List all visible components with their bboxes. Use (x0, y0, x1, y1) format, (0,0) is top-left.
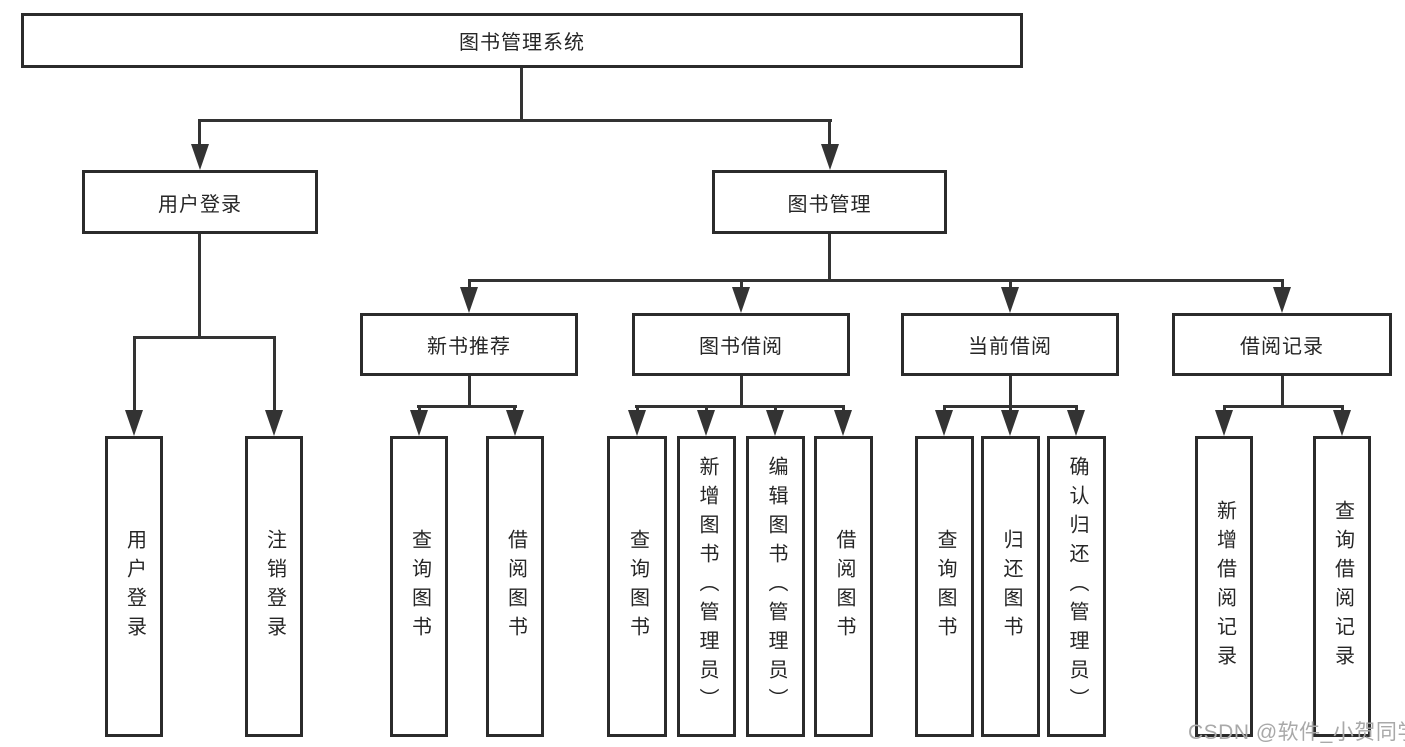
node-root: 图书管理系统 (21, 13, 1023, 68)
arrow-logout-leaf-icon (265, 410, 283, 436)
connector-book-management-bar (468, 279, 1284, 282)
node-add-book-admin-label: 新增图书（管理员） (696, 456, 718, 717)
arrow-recommend-leaf1-icon (410, 410, 428, 436)
node-confirm-return-admin: 确认归还（管理员） (1047, 436, 1106, 737)
connector-recommend-stem (468, 376, 471, 407)
node-book-management-label: 图书管理 (787, 193, 872, 216)
connector-drop-current-leaf1 (943, 405, 946, 413)
node-confirm-return-admin-label: 确认归还（管理员） (1066, 456, 1088, 717)
node-current-borrow-label: 当前借阅 (968, 336, 1052, 358)
connector-root-stem (520, 68, 523, 120)
arrow-current-icon (1001, 287, 1019, 313)
connector-drop-logout-leaf (273, 336, 276, 412)
connector-current-stem (1009, 376, 1012, 407)
arrow-borrow-leaf3-icon (766, 410, 784, 436)
connector-drop-borrow-leaf3 (774, 405, 777, 413)
connector-drop-records-leaf1 (1223, 405, 1226, 413)
node-query-books-recommend-label: 查询图书 (408, 528, 431, 645)
arrow-user-login-icon (191, 144, 209, 170)
node-user-login-leaf: 用户登录 (105, 436, 163, 737)
node-add-book-admin: 新增图书（管理员） (677, 436, 736, 737)
arrow-records-icon (1273, 287, 1291, 313)
arrow-book-management-icon (821, 144, 839, 170)
arrow-recommend-icon (460, 287, 478, 313)
node-query-books-borrow-label: 查询图书 (626, 528, 649, 645)
connector-records-stem (1281, 376, 1284, 407)
connector-records-bar (1223, 405, 1344, 408)
connector-drop-book-management (828, 119, 831, 146)
connector-drop-records (1281, 279, 1284, 289)
node-new-book-recommend: 新书推荐 (360, 313, 578, 376)
connector-drop-recommend (468, 279, 471, 289)
connector-borrow-bar (635, 405, 845, 408)
node-edit-book-admin: 编辑图书（管理员） (746, 436, 805, 737)
node-query-borrow-record: 查询借阅记录 (1313, 436, 1371, 737)
connector-drop-login-leaf (133, 336, 136, 412)
connector-drop-borrow-leaf1 (636, 405, 639, 413)
connector-borrow-stem (740, 376, 743, 407)
arrow-records-leaf1-icon (1215, 410, 1233, 436)
connector-drop-borrow (740, 279, 743, 289)
arrow-current-leaf1-icon (935, 410, 953, 436)
node-user-login: 用户登录 (82, 170, 318, 234)
connector-drop-user-login (198, 119, 201, 146)
connector-recommend-bar (417, 405, 517, 408)
connector-drop-recommend-leaf2 (513, 405, 516, 413)
node-new-book-recommend-label: 新书推荐 (427, 336, 511, 358)
arrow-current-leaf3-icon (1067, 410, 1085, 436)
node-user-login-leaf-label: 用户登录 (123, 528, 146, 645)
arrow-current-leaf2-icon (1001, 410, 1019, 436)
node-borrow-records-label: 借阅记录 (1240, 336, 1324, 358)
arrow-login-leaf-icon (125, 410, 143, 436)
node-borrow-books-borrow: 借阅图书 (814, 436, 873, 737)
arrow-borrow-leaf4-icon (834, 410, 852, 436)
node-current-borrow: 当前借阅 (901, 313, 1119, 376)
connector-user-login-stem (198, 234, 201, 338)
connector-root-bar (198, 119, 832, 122)
arrow-recommend-leaf2-icon (506, 410, 524, 436)
node-logout-label: 注销登录 (263, 528, 286, 645)
connector-drop-recommend-leaf1 (418, 405, 421, 413)
watermark: CSDN @软件_小贺同学 (1188, 721, 1405, 744)
node-add-borrow-record: 新增借阅记录 (1195, 436, 1253, 737)
node-root-label: 图书管理系统 (459, 32, 585, 54)
node-return-books: 归还图书 (981, 436, 1040, 737)
node-query-books-borrow: 查询图书 (607, 436, 667, 737)
node-add-borrow-record-label: 新增借阅记录 (1213, 499, 1236, 674)
node-borrow-records: 借阅记录 (1172, 313, 1392, 376)
connector-drop-current (1009, 279, 1012, 289)
connector-drop-borrow-leaf2 (705, 405, 708, 413)
connector-drop-current-leaf2 (1009, 405, 1012, 413)
connector-drop-current-leaf3 (1075, 405, 1078, 413)
arrow-borrow-icon (732, 287, 750, 313)
node-book-borrow: 图书借阅 (632, 313, 850, 376)
node-edit-book-admin-label: 编辑图书（管理员） (765, 456, 787, 717)
node-logout: 注销登录 (245, 436, 303, 737)
node-borrow-books-recommend-label: 借阅图书 (504, 528, 527, 645)
connector-book-management-stem (828, 234, 831, 281)
node-book-borrow-label: 图书借阅 (699, 336, 783, 358)
arrow-borrow-leaf1-icon (628, 410, 646, 436)
node-borrow-books-recommend: 借阅图书 (486, 436, 544, 737)
arrow-borrow-leaf2-icon (697, 410, 715, 436)
connector-drop-records-leaf2 (1341, 405, 1344, 413)
node-book-management: 图书管理 (712, 170, 947, 234)
node-query-books-current: 查询图书 (915, 436, 974, 737)
node-return-books-label: 归还图书 (1000, 528, 1022, 645)
node-query-borrow-record-label: 查询借阅记录 (1331, 499, 1354, 674)
connector-drop-borrow-leaf4 (842, 405, 845, 413)
node-borrow-books-borrow-label: 借阅图书 (833, 528, 855, 645)
node-query-books-recommend: 查询图书 (390, 436, 448, 737)
node-query-books-current-label: 查询图书 (934, 528, 956, 645)
arrow-records-leaf2-icon (1333, 410, 1351, 436)
node-user-login-label: 用户登录 (158, 193, 242, 216)
connector-user-login-bar (133, 336, 276, 339)
